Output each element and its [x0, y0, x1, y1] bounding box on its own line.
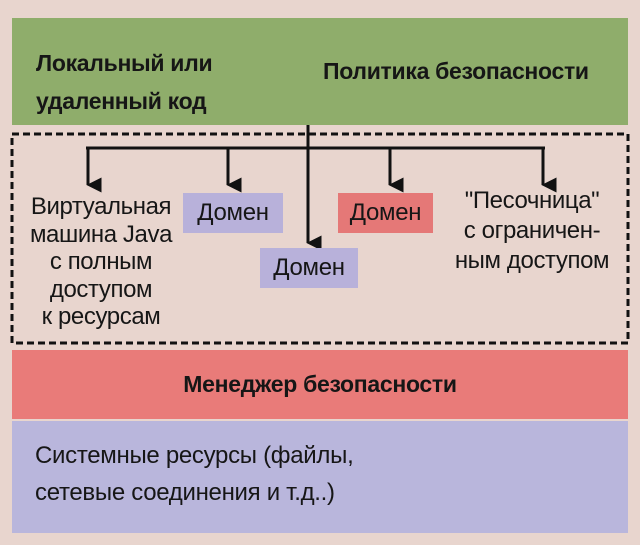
code-policy-band: Локальный или удаленный код Политика без… [12, 18, 628, 125]
sandbox-line-1: "Песочница" [464, 187, 600, 214]
security-manager-band: Менеджер безопасности [12, 350, 628, 419]
jvm-line-5: к ресурсам [41, 303, 161, 330]
jvm-line-4: доступом [49, 275, 153, 303]
system-resources-line-1: Системные ресурсы (файлы, [35, 442, 354, 469]
sandbox-line-3: ным доступом [454, 247, 610, 274]
system-resources-band: Системные ресурсы (файлы, сетевые соедин… [12, 421, 628, 533]
jvm-line-2: машина Java [29, 220, 173, 248]
jvm-line-3: с полным [49, 248, 153, 275]
jvm-line-1: Виртуальная [30, 193, 172, 220]
domain-box-1: Домен [183, 193, 283, 233]
code-source-line-2: удаленный код [36, 88, 207, 114]
jvm-full-access-label: Виртуальная машина Java с полным доступо… [14, 193, 188, 331]
sandbox-line-2: с ограничен- [463, 217, 601, 244]
security-manager-label: Менеджер безопасности [183, 371, 457, 397]
code-source-label: Локальный или удаленный код [36, 44, 213, 120]
sandbox-label: "Песочница" с ограничен- ным доступом [437, 186, 627, 276]
domain-box-2: Домен [260, 248, 358, 288]
domain-box-3: Домен [338, 193, 433, 233]
system-resources-line-2: сетевые соединения и т.д..) [35, 479, 335, 506]
code-source-line-1: Локальный или [36, 50, 213, 76]
security-policy-label: Политика безопасности [323, 58, 589, 84]
system-resources-label: Системные ресурсы (файлы, сетевые соедин… [35, 437, 354, 511]
protection-domains-frame [10, 132, 630, 345]
